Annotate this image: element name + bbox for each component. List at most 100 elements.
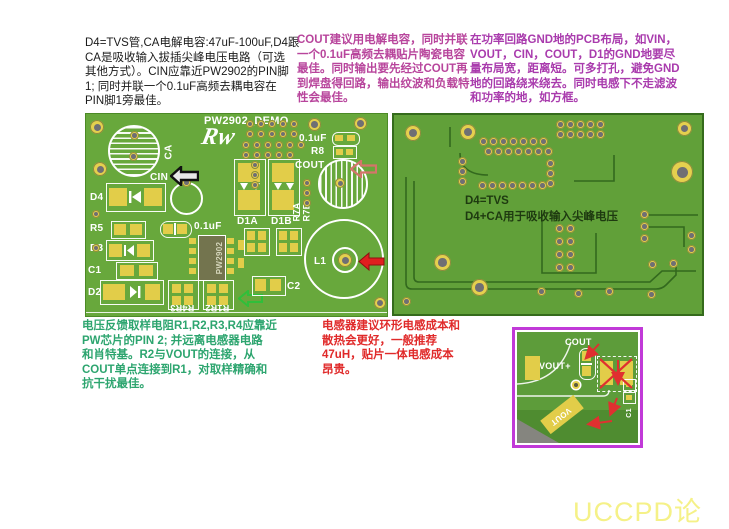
- diode-icon: [129, 191, 141, 203]
- via: [92, 244, 100, 252]
- board-edge-silkscreen: [86, 311, 387, 313]
- via: [509, 137, 518, 146]
- decoupling-cap-label: 0.1uF: [194, 221, 222, 232]
- r8-label: R8: [311, 146, 325, 157]
- mounting-hole: [434, 254, 451, 271]
- resistor-footprint: [276, 228, 302, 256]
- via: [253, 141, 261, 149]
- via: [605, 287, 614, 296]
- d1b-footprint: [268, 159, 300, 216]
- mounting-hole: [354, 117, 367, 130]
- via: [479, 137, 488, 146]
- via: [268, 130, 276, 138]
- via: [647, 290, 656, 299]
- diode-icon: [274, 183, 294, 190]
- via: [275, 151, 283, 159]
- via: [576, 120, 585, 129]
- via: [555, 224, 564, 233]
- cin-label: CIN: [150, 172, 169, 183]
- detail-cout-label: COUT: [565, 337, 592, 347]
- l1-inner-ring: [332, 247, 358, 273]
- via: [556, 120, 565, 129]
- via: [596, 130, 605, 139]
- mounting-hole: [405, 125, 421, 141]
- via: [338, 253, 352, 267]
- via: [494, 147, 503, 156]
- via: [246, 120, 254, 128]
- via: [566, 224, 575, 233]
- pcb-bottom-note-line1: D4=TVS: [465, 195, 509, 207]
- pw2902-chip: PW2902: [198, 235, 226, 281]
- mounting-hole: [308, 118, 321, 131]
- via: [566, 250, 575, 259]
- via: [555, 250, 564, 259]
- via: [499, 137, 508, 146]
- via: [290, 130, 298, 138]
- pcb-bottom-note-line2: D4+CA用于吸收输入尖峰电压: [465, 211, 619, 223]
- mounting-hole: [677, 121, 692, 136]
- via: [534, 147, 543, 156]
- via: [640, 234, 649, 243]
- via: [528, 181, 537, 190]
- via: [648, 260, 657, 269]
- via: [488, 181, 497, 190]
- detail-c1-pad: [623, 392, 636, 404]
- via: [596, 120, 605, 129]
- via: [514, 147, 523, 156]
- via: [556, 130, 565, 139]
- via: [286, 151, 294, 159]
- c2-footprint: [252, 276, 286, 296]
- black-arrow-icon: [170, 166, 199, 186]
- via: [478, 181, 487, 190]
- decoupling-cap-footprint: [160, 221, 192, 238]
- via: [524, 147, 533, 156]
- detail-vout-pad: [525, 356, 540, 380]
- via: [566, 120, 575, 129]
- via: [687, 245, 696, 254]
- d2-footprint: [100, 280, 164, 305]
- via: [286, 141, 294, 149]
- via: [257, 130, 265, 138]
- via: [498, 181, 507, 190]
- via: [537, 287, 546, 296]
- via: [264, 151, 272, 159]
- mounting-hole: [471, 279, 488, 296]
- r4r3-footprint: [168, 280, 199, 310]
- via: [264, 141, 272, 149]
- chip-label: PW2902: [215, 241, 225, 275]
- d2-label: D2: [88, 287, 102, 298]
- via: [489, 137, 498, 146]
- copper-traces: [405, 127, 698, 290]
- via: [687, 231, 696, 240]
- via: [504, 147, 513, 156]
- via: [640, 222, 649, 231]
- via: [574, 289, 583, 298]
- via: [458, 177, 467, 186]
- d1a-footprint: [234, 159, 266, 216]
- via: [572, 381, 580, 389]
- d1a-label: D1A: [237, 216, 258, 227]
- detail-vout-plus-label: VOUT+: [539, 361, 571, 371]
- via: [538, 181, 547, 190]
- d4-footprint: [106, 183, 166, 212]
- via: [555, 263, 564, 272]
- via: [586, 120, 595, 129]
- via: [640, 210, 649, 219]
- via: [130, 131, 139, 140]
- via: [518, 181, 527, 190]
- mounting-hole: [93, 162, 107, 176]
- via: [544, 147, 553, 156]
- via: [519, 137, 528, 146]
- l1-arrow-icon: [358, 252, 385, 271]
- via: [182, 178, 191, 187]
- output-cap-label: 0.1uF: [299, 133, 327, 144]
- d1b-label: D1B: [271, 216, 292, 227]
- ca-label: CA: [163, 144, 175, 160]
- via: [566, 130, 575, 139]
- via: [546, 179, 555, 188]
- ca-capacitor-footprint: [108, 125, 160, 177]
- pcb-bottom-photo: D4=TVS D4+CA用于吸收输入尖峰电压: [392, 113, 704, 316]
- cout-label: COUT: [295, 160, 325, 171]
- via: [251, 161, 259, 169]
